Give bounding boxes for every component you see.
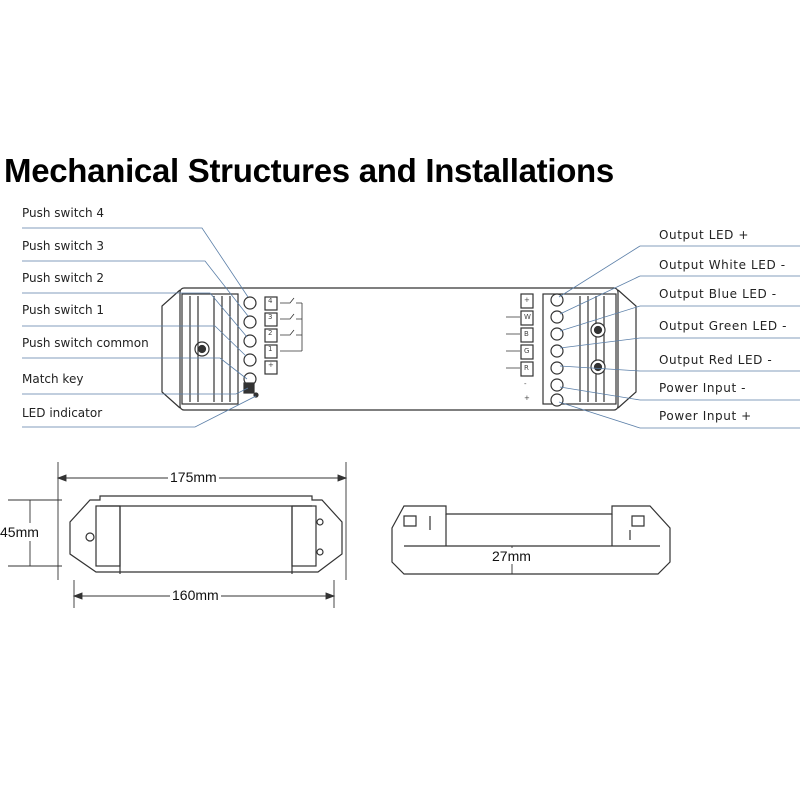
device-body <box>179 287 619 411</box>
switch-number-4: 4 <box>268 297 273 305</box>
label-output-green: Output Green LED - <box>659 319 788 333</box>
dimension-total-length: 175mm <box>168 469 219 485</box>
label-output-white: Output White LED - <box>659 258 786 272</box>
label-push-switch-3: Push switch 3 <box>22 239 105 253</box>
device-front-view <box>69 495 343 574</box>
label-power-input-plus: Power Input + <box>659 409 752 423</box>
dimension-lines <box>8 462 513 608</box>
label-push-switch-1: Push switch 1 <box>22 303 105 317</box>
label-push-switch-common: Push switch common <box>22 336 149 350</box>
leader-lines <box>22 227 800 429</box>
output-mark-g: G <box>524 347 530 355</box>
output-mark-r: R <box>524 364 529 372</box>
label-output-blue: Output Blue LED - <box>659 287 777 301</box>
label-push-switch-4: Push switch 4 <box>22 206 105 220</box>
terminal-switch-3 <box>243 315 257 329</box>
label-power-input-minus: Power Input - <box>659 381 747 395</box>
dimension-width: 45mm <box>0 523 39 541</box>
dimension-body-length: 160mm <box>170 587 221 603</box>
output-mark-w: W <box>524 313 531 321</box>
terminal-switch-1 <box>243 353 257 367</box>
terminal-switch-4 <box>243 296 257 310</box>
dimension-height: 27mm <box>490 548 533 564</box>
switch-number-common: + <box>268 361 274 369</box>
switch-number-3: 3 <box>268 313 273 321</box>
input-mark-plus: + <box>524 394 530 402</box>
input-mark-minus: - <box>524 380 527 388</box>
label-output-red: Output Red LED - <box>659 353 773 367</box>
label-led-indicator: LED indicator <box>22 406 103 420</box>
device-top-view <box>161 287 637 411</box>
switch-number-2: 2 <box>268 329 273 337</box>
device-side-view <box>391 505 671 575</box>
label-match-key: Match key <box>22 372 84 386</box>
match-key-button <box>243 382 255 394</box>
label-output-led-plus: Output LED + <box>659 228 750 242</box>
led-indicator-dot <box>253 392 259 398</box>
output-mark-b: B <box>524 330 529 338</box>
output-mark-plus: + <box>524 296 530 304</box>
terminal-switch-2 <box>243 334 257 348</box>
switch-number-1: 1 <box>268 345 273 353</box>
label-push-switch-2: Push switch 2 <box>22 271 105 285</box>
page-title: Mechanical Structures and Installations <box>4 152 614 189</box>
